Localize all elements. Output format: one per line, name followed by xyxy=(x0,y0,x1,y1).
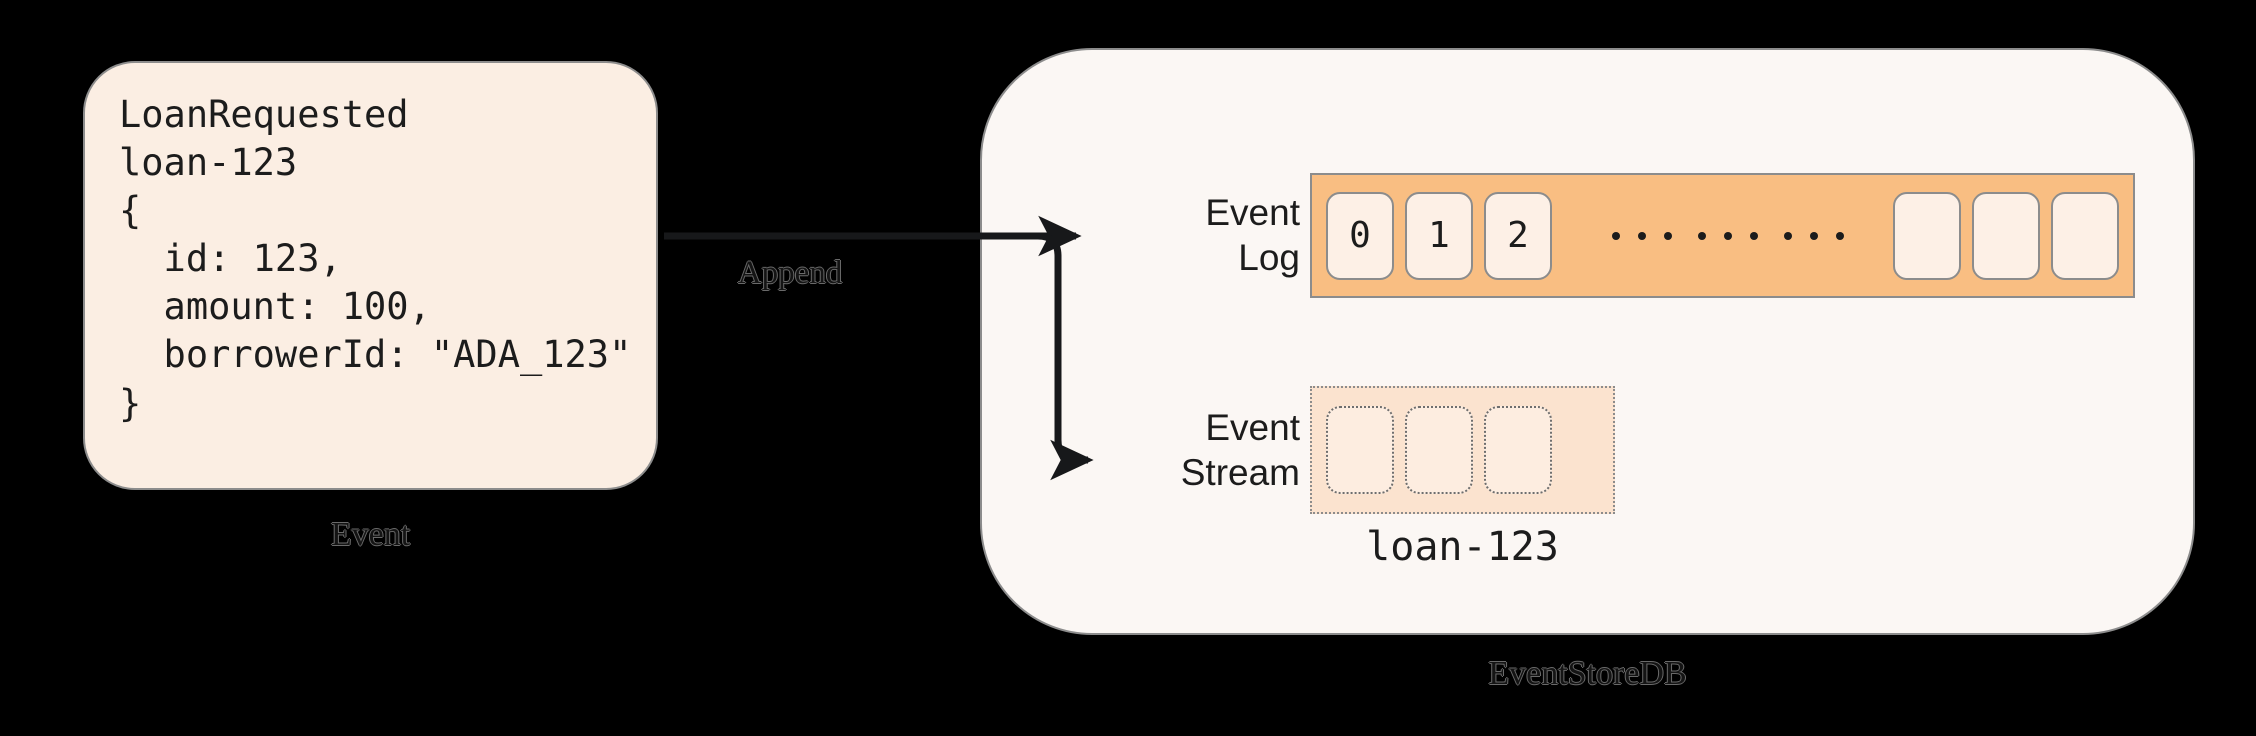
event-log-cell: 0 xyxy=(1326,191,1394,280)
event-log-box: 0 1 2 xyxy=(1310,173,2135,298)
ellipsis-dot-group xyxy=(1698,231,1758,240)
event-stream-cell xyxy=(1484,406,1552,494)
eventstoredb-card xyxy=(980,48,2195,635)
ellipsis-dot xyxy=(1724,231,1732,240)
ellipsis-dot xyxy=(1784,231,1792,240)
ellipsis-dot-group xyxy=(1612,231,1672,240)
eventstoredb-caption: EventStoreDB xyxy=(1488,655,1687,692)
ellipsis-dot xyxy=(1664,231,1672,240)
event-stream-name: loan-123 xyxy=(1366,524,1559,570)
event-log-label: Event Log xyxy=(1205,192,1300,279)
append-label: Append xyxy=(737,255,843,291)
event-stream-cell xyxy=(1326,406,1394,494)
ellipsis-dot xyxy=(1750,231,1758,240)
ellipsis-dot xyxy=(1836,231,1844,240)
event-log-cell-empty xyxy=(2051,191,2119,280)
event-card-code: LoanRequested loan-123 { id: 123, amount… xyxy=(119,93,632,425)
ellipsis-dot xyxy=(1810,231,1818,240)
ellipsis-dot-group xyxy=(1784,231,1844,240)
event-card: LoanRequested loan-123 { id: 123, amount… xyxy=(83,61,658,490)
event-log-cell: 1 xyxy=(1405,191,1473,280)
event-stream-cell xyxy=(1405,406,1473,494)
event-stream-box xyxy=(1310,386,1615,514)
event-log-cell: 2 xyxy=(1484,191,1552,280)
event-log-cell-empty xyxy=(1893,191,1961,280)
event-stream-label: Event Stream xyxy=(1180,407,1300,494)
event-card-caption: Event xyxy=(330,516,411,553)
ellipsis-dot xyxy=(1698,231,1706,240)
event-log-ellipsis xyxy=(1563,231,1893,240)
event-log-cell-empty xyxy=(1972,191,2040,280)
ellipsis-dot xyxy=(1638,231,1646,240)
ellipsis-dot xyxy=(1612,231,1620,240)
